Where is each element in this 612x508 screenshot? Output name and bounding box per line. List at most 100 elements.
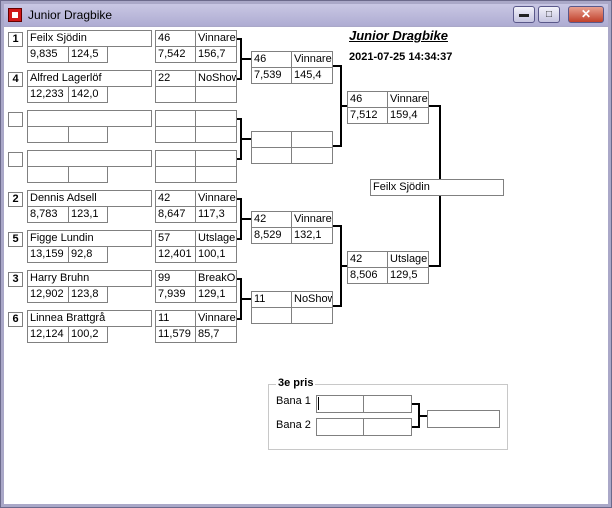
reaction-time-field[interactable]	[27, 166, 69, 183]
seed-number: 4	[8, 72, 23, 87]
bracket-line	[240, 138, 252, 140]
text-cursor	[318, 397, 319, 410]
lane1-time-field[interactable]	[363, 395, 412, 413]
racer-name-field[interactable]: Feilx Sjödin	[27, 30, 152, 47]
result-status-field[interactable]: Vinnare	[387, 91, 429, 108]
racer-name-field[interactable]	[27, 150, 152, 167]
result-number-field[interactable]: 57	[155, 230, 196, 247]
minimize-icon: ▬	[519, 9, 529, 20]
close-button[interactable]: ✕	[568, 6, 604, 23]
result-time-field[interactable]: 129,5	[387, 267, 429, 284]
result-status-field[interactable]: Utslagen	[387, 251, 429, 268]
result-status-field[interactable]: NoShow	[195, 70, 237, 87]
result-rt-field[interactable]	[251, 307, 292, 324]
race-time-field[interactable]: 142,0	[68, 86, 108, 103]
lane2-time-field[interactable]	[363, 418, 412, 436]
result-rt-field[interactable]	[155, 126, 196, 143]
result-status-field[interactable]: Vinnare	[195, 30, 237, 47]
result-time-field[interactable]	[195, 86, 237, 103]
result-rt-field[interactable]: 11,579	[155, 326, 196, 343]
race-time-field[interactable]: 92,8	[68, 246, 108, 263]
racer-name-field[interactable]	[27, 110, 152, 127]
racer-name-field[interactable]: Harry Bruhn	[27, 270, 152, 287]
result-rt-field[interactable]: 7,539	[251, 67, 292, 84]
result-status-field[interactable]	[195, 150, 237, 167]
result-number-field[interactable]	[155, 110, 196, 127]
bracket-line	[333, 145, 341, 147]
result-number-field[interactable]: 99	[155, 270, 196, 287]
racer-name-field[interactable]: Alfred Lagerlöf	[27, 70, 152, 87]
lane1-number-field[interactable]	[316, 395, 364, 413]
reaction-time-field[interactable]: 12,124	[27, 326, 69, 343]
reaction-time-field[interactable]: 9,835	[27, 46, 69, 63]
bracket-line	[412, 403, 419, 405]
result-time-field[interactable]: 132,1	[291, 227, 333, 244]
result-time-field[interactable]: 145,4	[291, 67, 333, 84]
result-rt-field[interactable]: 12,401	[155, 246, 196, 263]
third-place-group	[268, 384, 508, 450]
result-number-field[interactable]: 42	[251, 211, 292, 228]
race-time-field[interactable]: 124,5	[68, 46, 108, 63]
result-time-field[interactable]	[291, 307, 333, 324]
bracket-line	[237, 318, 241, 320]
result-rt-field[interactable]	[155, 166, 196, 183]
result-status-field[interactable]: BreakOut	[195, 270, 237, 287]
reaction-time-field[interactable]: 12,233	[27, 86, 69, 103]
result-rt-field[interactable]	[155, 86, 196, 103]
result-number-field[interactable]	[251, 131, 292, 148]
title-bar[interactable]: Junior Dragbike ▬ □ ✕	[4, 4, 608, 26]
result-time-field[interactable]: 159,4	[387, 107, 429, 124]
winner-field[interactable]: Feilx Sjödin	[370, 179, 504, 196]
result-time-field[interactable]	[195, 126, 237, 143]
result-time-field[interactable]	[291, 147, 333, 164]
lane2-number-field[interactable]	[316, 418, 364, 436]
maximize-button[interactable]: □	[538, 6, 560, 23]
racer-name-field[interactable]: Linnea Brattgrå	[27, 310, 152, 327]
result-status-field[interactable]: Vinnare	[195, 310, 237, 327]
race-time-field[interactable]	[68, 166, 108, 183]
result-number-field[interactable]	[155, 150, 196, 167]
result-rt-field[interactable]: 7,939	[155, 286, 196, 303]
result-time-field[interactable]: 100,1	[195, 246, 237, 263]
result-rt-field[interactable]: 8,647	[155, 206, 196, 223]
result-number-field[interactable]: 46	[347, 91, 388, 108]
race-time-field[interactable]: 123,1	[68, 206, 108, 223]
result-number-field[interactable]: 22	[155, 70, 196, 87]
minimize-button[interactable]: ▬	[513, 6, 535, 23]
race-time-field[interactable]	[68, 126, 108, 143]
result-number-field[interactable]: 11	[251, 291, 292, 308]
result-time-field[interactable]: 156,7	[195, 46, 237, 63]
result-status-field[interactable]: Vinnare	[195, 190, 237, 207]
result-number-field[interactable]: 42	[347, 251, 388, 268]
racer-name-field[interactable]: Dennis Adsell	[27, 190, 152, 207]
racer-name-field[interactable]: Figge Lundin	[27, 230, 152, 247]
reaction-time-field[interactable]: 8,783	[27, 206, 69, 223]
lane2-label: Bana 2	[276, 419, 311, 431]
result-time-field[interactable]: 85,7	[195, 326, 237, 343]
result-status-field[interactable]	[291, 131, 333, 148]
race-time-field[interactable]: 123,8	[68, 286, 108, 303]
race-time-field[interactable]: 100,2	[68, 326, 108, 343]
result-rt-field[interactable]: 8,506	[347, 267, 388, 284]
result-status-field[interactable]: NoShow	[291, 291, 333, 308]
result-time-field[interactable]	[195, 166, 237, 183]
result-number-field[interactable]: 11	[155, 310, 196, 327]
result-time-field[interactable]: 129,1	[195, 286, 237, 303]
result-status-field[interactable]: Utslagen	[195, 230, 237, 247]
result-status-field[interactable]: Vinnare	[291, 51, 333, 68]
reaction-time-field[interactable]: 13,159	[27, 246, 69, 263]
result-number-field[interactable]: 42	[155, 190, 196, 207]
third-place-winner-field[interactable]	[427, 410, 500, 428]
result-status-field[interactable]: Vinnare	[291, 211, 333, 228]
app-icon[interactable]	[8, 8, 22, 22]
result-rt-field[interactable]	[251, 147, 292, 164]
result-time-field[interactable]: 117,3	[195, 206, 237, 223]
reaction-time-field[interactable]: 12,902	[27, 286, 69, 303]
result-rt-field[interactable]: 7,512	[347, 107, 388, 124]
result-number-field[interactable]: 46	[251, 51, 292, 68]
result-status-field[interactable]	[195, 110, 237, 127]
reaction-time-field[interactable]	[27, 126, 69, 143]
result-number-field[interactable]: 46	[155, 30, 196, 47]
result-rt-field[interactable]: 7,542	[155, 46, 196, 63]
result-rt-field[interactable]: 8,529	[251, 227, 292, 244]
